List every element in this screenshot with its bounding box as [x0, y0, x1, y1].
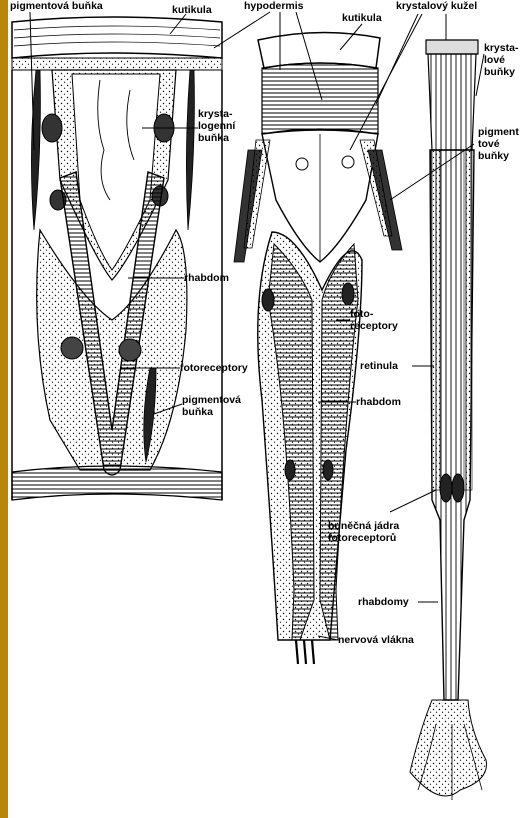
label-rhabdom-mid: rhabdom — [356, 396, 401, 408]
label-kutikula-mid: kutikula — [342, 12, 382, 24]
label-bunecna-jadra: buněčná jádra fotoreceptorů — [328, 520, 399, 544]
middle-ommatidium — [234, 32, 402, 664]
label-rhabdomy: rhabdomy — [358, 596, 409, 608]
label-fotoreceptory-left: fotoreceptory — [180, 362, 248, 374]
label-retinula: retinula — [360, 360, 398, 372]
label-fotoreceptory-mid: foto- receptory — [350, 308, 398, 332]
label-krystalogenni-bunka: krysta- logenní buňka — [198, 108, 235, 144]
label-hypodermis: hypodermis — [244, 0, 304, 12]
right-cone — [426, 40, 478, 54]
right-ommatidium — [410, 40, 486, 800]
label-krystalove-bunky: krysta- lové buňky — [484, 42, 518, 78]
left-pigment-cell-outer-b — [186, 70, 194, 230]
label-nervova-vlakna: nervová vlákna — [338, 634, 414, 646]
left-cuticle — [12, 17, 222, 58]
label-krystalovy-kuzel: krystalový kužel — [396, 0, 477, 12]
left-ommatidium — [12, 17, 222, 500]
label-rhabdom-left: rhabdom — [184, 272, 229, 284]
label-pigmentova-bunka-top: pigmentová buňka — [10, 0, 103, 12]
label-pigmentove-bunky: pigment tové buňky — [478, 126, 519, 162]
label-kutikula-left: kutikula — [172, 4, 212, 16]
label-pigmentova-bunka-left: pigmentová buňka — [182, 394, 241, 418]
middle-hypodermis — [262, 63, 378, 134]
